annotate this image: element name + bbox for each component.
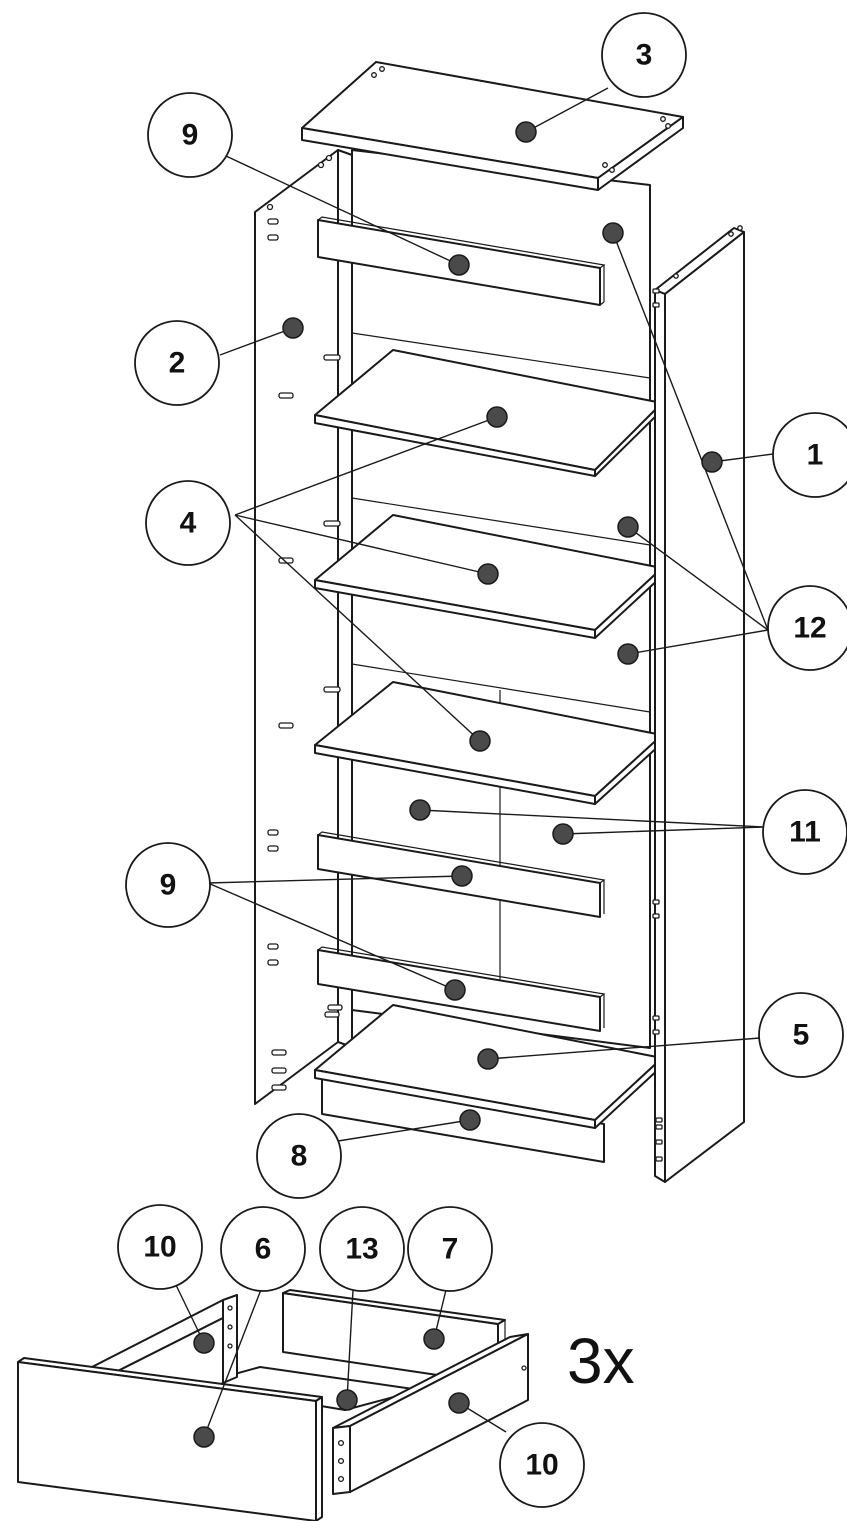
callout-1: 1 xyxy=(772,412,847,498)
drawer-quantity-label: 3x xyxy=(567,1325,635,1397)
marker-top-panel xyxy=(515,121,537,143)
callout-4: 4 xyxy=(145,480,231,566)
drawer-assembly xyxy=(17,1289,529,1521)
callout-6: 6 xyxy=(220,1206,306,1292)
callout-10-right-label: 10 xyxy=(525,1449,558,1482)
callout-9-top-label: 9 xyxy=(182,119,199,152)
callout-4-label: 4 xyxy=(180,507,197,540)
marker-drawer-left-side xyxy=(193,1332,215,1354)
marker-plinth xyxy=(459,1109,481,1131)
callout-2: 2 xyxy=(134,320,220,406)
marker-shelf-3 xyxy=(469,730,491,752)
callout-11-label: 11 xyxy=(789,816,821,849)
callout-10-left-label: 10 xyxy=(143,1231,176,1264)
part-markers xyxy=(193,121,723,1448)
drawer-right-side xyxy=(332,1333,529,1495)
marker-left-side xyxy=(282,317,304,339)
marker-drawer-back xyxy=(423,1328,445,1350)
marker-rail-lower xyxy=(444,979,466,1001)
callout-8: 8 xyxy=(256,1113,342,1199)
callout-8-label: 8 xyxy=(291,1140,308,1173)
marker-right-side xyxy=(701,451,723,473)
marker-shelf-2 xyxy=(477,563,499,585)
callout-5: 5 xyxy=(758,992,844,1078)
marker-shelf-1 xyxy=(486,406,508,428)
marker-drawer-front xyxy=(193,1426,215,1448)
marker-back-panel-mid xyxy=(617,516,639,538)
callout-12-label: 12 xyxy=(793,612,826,645)
callout-2-label: 2 xyxy=(169,347,186,380)
callout-9-bottom: 9 xyxy=(125,842,211,928)
marker-back-panel-upper xyxy=(602,222,624,244)
marker-rail-middle xyxy=(451,865,473,887)
cabinet-assembly xyxy=(254,61,745,1183)
callout-3-label: 3 xyxy=(636,39,653,72)
callout-3: 3 xyxy=(601,12,687,98)
marker-drawer-right-side xyxy=(448,1392,470,1414)
callout-13-label: 13 xyxy=(345,1233,378,1266)
callout-5-label: 5 xyxy=(793,1019,810,1052)
marker-lower-back-left xyxy=(409,799,431,821)
top-panel xyxy=(301,61,684,191)
callout-13: 13 xyxy=(319,1206,405,1292)
callout-12: 12 xyxy=(767,585,847,671)
marker-lower-back-right xyxy=(552,823,574,845)
callout-10-right: 10 xyxy=(499,1422,585,1508)
marker-bottom-panel xyxy=(477,1048,499,1070)
marker-back-panel-low xyxy=(617,643,639,665)
marker-drawer-bottom xyxy=(336,1389,358,1411)
callout-11: 11 xyxy=(762,789,847,875)
right-side-panel xyxy=(652,225,745,1183)
callout-7: 7 xyxy=(407,1206,493,1292)
callout-10-left: 10 xyxy=(117,1204,203,1290)
callout-6-label: 6 xyxy=(255,1233,272,1266)
marker-rail-top xyxy=(448,254,470,276)
callout-9-top: 9 xyxy=(147,92,233,178)
drawer-front xyxy=(17,1357,323,1521)
drawer-back xyxy=(282,1289,506,1385)
callout-7-label: 7 xyxy=(442,1233,459,1266)
callout-1-label: 1 xyxy=(807,439,824,472)
shelf-1 xyxy=(314,349,663,477)
callout-9-bottom-label: 9 xyxy=(160,869,177,902)
